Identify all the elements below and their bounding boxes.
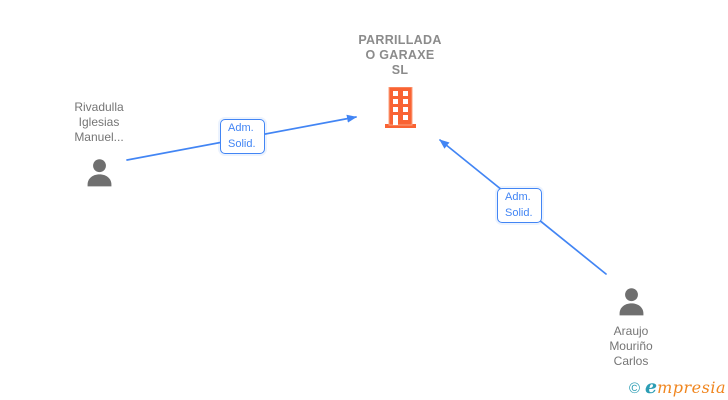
- building-icon: [384, 87, 416, 128]
- brand-initial: e: [645, 376, 658, 398]
- edge-label-adm-solid-left[interactable]: Adm. Solid.: [220, 119, 265, 154]
- person-name: Araujo Mouriño Carlos: [581, 324, 681, 369]
- person-node-rivadulla[interactable]: Rivadulla Iglesias Manuel...: [49, 100, 149, 190]
- person-name-line2: Iglesias: [78, 115, 120, 129]
- company-name-line3: SL: [391, 63, 409, 77]
- edge-label-line1: Adm.: [228, 122, 254, 134]
- person-icon: [619, 288, 643, 316]
- empresia-logo: © e mpresia: [629, 376, 726, 398]
- edge-label-line2: Solid.: [228, 138, 256, 150]
- company-name-line2: O GARAXE: [365, 48, 435, 62]
- company-node[interactable]: PARRILLADA O GARAXE SL: [320, 33, 480, 128]
- company-name: PARRILLADA O GARAXE SL: [320, 33, 480, 78]
- person-name-line3: Carlos: [613, 354, 649, 368]
- edge-label-adm-solid-right[interactable]: Adm. Solid.: [497, 188, 542, 223]
- person-icon: [87, 159, 111, 187]
- brand-name: mpresia: [657, 378, 726, 397]
- copyright-icon: ©: [628, 380, 640, 397]
- person-name-line3: Manuel...: [74, 130, 124, 144]
- edge-label-line2: Solid.: [505, 207, 533, 219]
- person-name-line1: Rivadulla: [74, 100, 124, 114]
- person-name-line1: Araujo: [613, 324, 649, 338]
- company-name-line1: PARRILLADA: [358, 33, 442, 47]
- person-node-araujo[interactable]: Araujo Mouriño Carlos: [581, 286, 681, 369]
- person-name: Rivadulla Iglesias Manuel...: [49, 100, 149, 145]
- edge-label-line1: Adm.: [505, 191, 531, 203]
- person-name-line2: Mouriño: [609, 339, 653, 353]
